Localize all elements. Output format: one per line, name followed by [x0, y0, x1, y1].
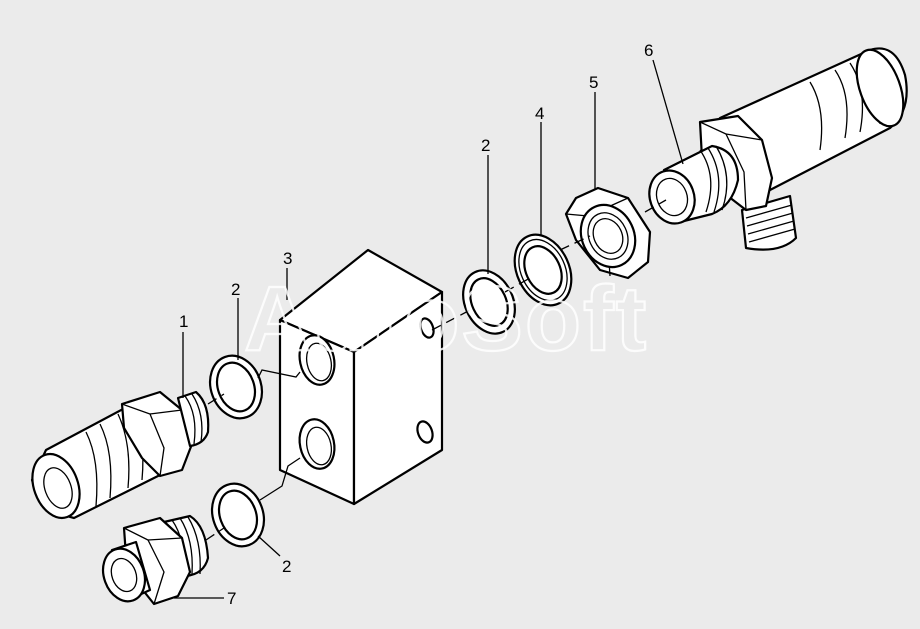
part-2-ring-left-upper	[208, 354, 264, 420]
part-5-hex-nut	[564, 186, 652, 280]
callout-label-5: 5	[589, 73, 598, 92]
callout-label-3: 3	[283, 249, 292, 268]
part-2-ring-left-lower	[210, 482, 266, 548]
callout-label-6: 6	[644, 41, 653, 60]
leader-2c	[257, 535, 281, 557]
callout-label-2-left-upper: 2	[231, 280, 240, 299]
callout-labels: 1 2 2 2 3 4 5 6 7	[179, 41, 653, 608]
callout-label-1: 1	[179, 312, 188, 331]
callout-label-2-right: 2	[481, 136, 490, 155]
assembly-centerlines	[205, 199, 667, 541]
part-3-block	[278, 248, 444, 506]
watermark-text: AutoSoft	[244, 268, 648, 370]
part-6-elbow-fitting	[648, 47, 908, 251]
part-4-washer	[513, 233, 573, 307]
part-7-threaded-adapter	[101, 514, 210, 606]
callout-label-2-left-lower: 2	[282, 557, 291, 576]
part-2-ring-right	[462, 269, 516, 335]
leader-lines	[174, 59, 684, 599]
callout-label-7: 7	[227, 589, 236, 608]
leader-6	[652, 59, 684, 165]
part-1-hose-fitting	[30, 390, 210, 520]
callout-label-4: 4	[535, 104, 544, 123]
